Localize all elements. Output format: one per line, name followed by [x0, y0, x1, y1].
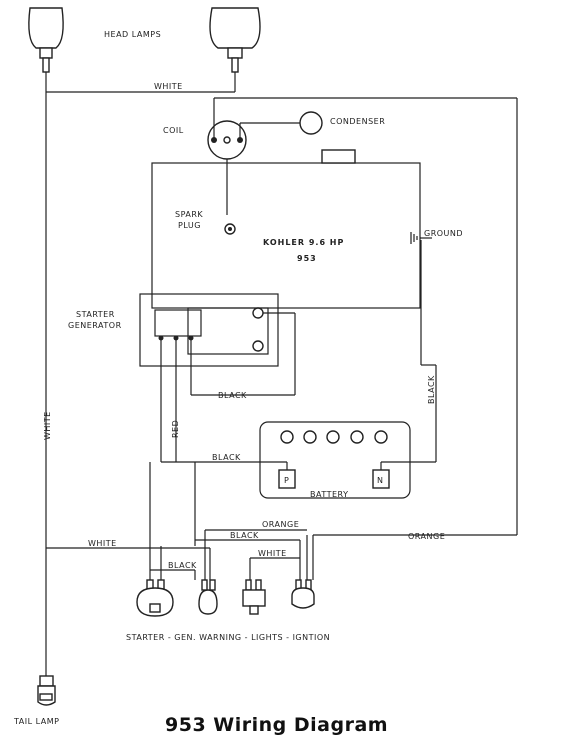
- battery-wires: [161, 237, 437, 470]
- coil-icon: [207, 120, 247, 160]
- condenser-icon: [299, 111, 323, 135]
- diagram-title: 953 Wiring Diagram: [165, 714, 388, 736]
- starter-label: STARTER: [76, 310, 115, 319]
- engine-label-number: 953: [297, 254, 317, 263]
- wire-label-orange-right: ORANGE: [408, 532, 445, 541]
- head-lamp-left-icon: [28, 7, 64, 73]
- head-lamp-right-icon: [209, 7, 261, 73]
- tail-lamp-label: TAIL LAMP: [13, 717, 59, 726]
- starter-switch-icon: [136, 579, 174, 617]
- wire-label-white-mid: WHITE: [88, 539, 117, 548]
- lower-harness-wires: [46, 529, 517, 580]
- coil-label: COIL: [163, 126, 184, 135]
- battery-icon: [259, 421, 411, 499]
- wire-label-black-right: BLACK: [427, 375, 436, 404]
- battery-terminal-p: P: [284, 476, 289, 485]
- wire-label-orange-mid: ORANGE: [262, 520, 299, 529]
- wire-label-red: RED: [171, 420, 180, 438]
- switches-label: STARTER - GEN. WARNING - LIGHTS - IGNTIO…: [126, 633, 330, 642]
- generator-label: GENERATOR: [68, 321, 122, 330]
- wire-label-black-bottom: BLACK: [230, 531, 259, 540]
- coil-ignition-wire: [213, 97, 518, 535]
- white-wire-headlamps: [45, 72, 236, 660]
- ignition-switch-icon: [291, 579, 315, 609]
- wire-label-black-switch: BLACK: [168, 561, 197, 570]
- engine-label-model: KOHLER 9.6 HP: [263, 238, 344, 247]
- head-lamps-label: HEAD LAMPS: [104, 30, 161, 39]
- engine-block: [151, 149, 421, 309]
- generator-wires: [160, 312, 296, 462]
- plug-label: PLUG: [178, 221, 201, 230]
- spark-plug-icon: [224, 223, 236, 235]
- wire-label-white-lights: WHITE: [258, 549, 287, 558]
- ground-label: GROUND: [424, 229, 463, 238]
- spark-label: SPARK: [175, 210, 203, 219]
- wire-label-white-top: WHITE: [154, 82, 183, 91]
- tail-lamp-icon: [37, 660, 56, 706]
- wire-label-white-left: WHITE: [43, 411, 52, 440]
- battery-terminal-n: N: [377, 476, 383, 485]
- condenser-label: CONDENSER: [330, 117, 385, 126]
- ground-symbol-icon: [410, 232, 432, 244]
- battery-label: BATTERY: [310, 490, 348, 499]
- wire-label-black-battery: BLACK: [212, 453, 241, 462]
- lights-switch-icon: [242, 579, 266, 615]
- gen-warning-light-icon: [198, 579, 218, 615]
- wire-label-black-gen: BLACK: [218, 391, 247, 400]
